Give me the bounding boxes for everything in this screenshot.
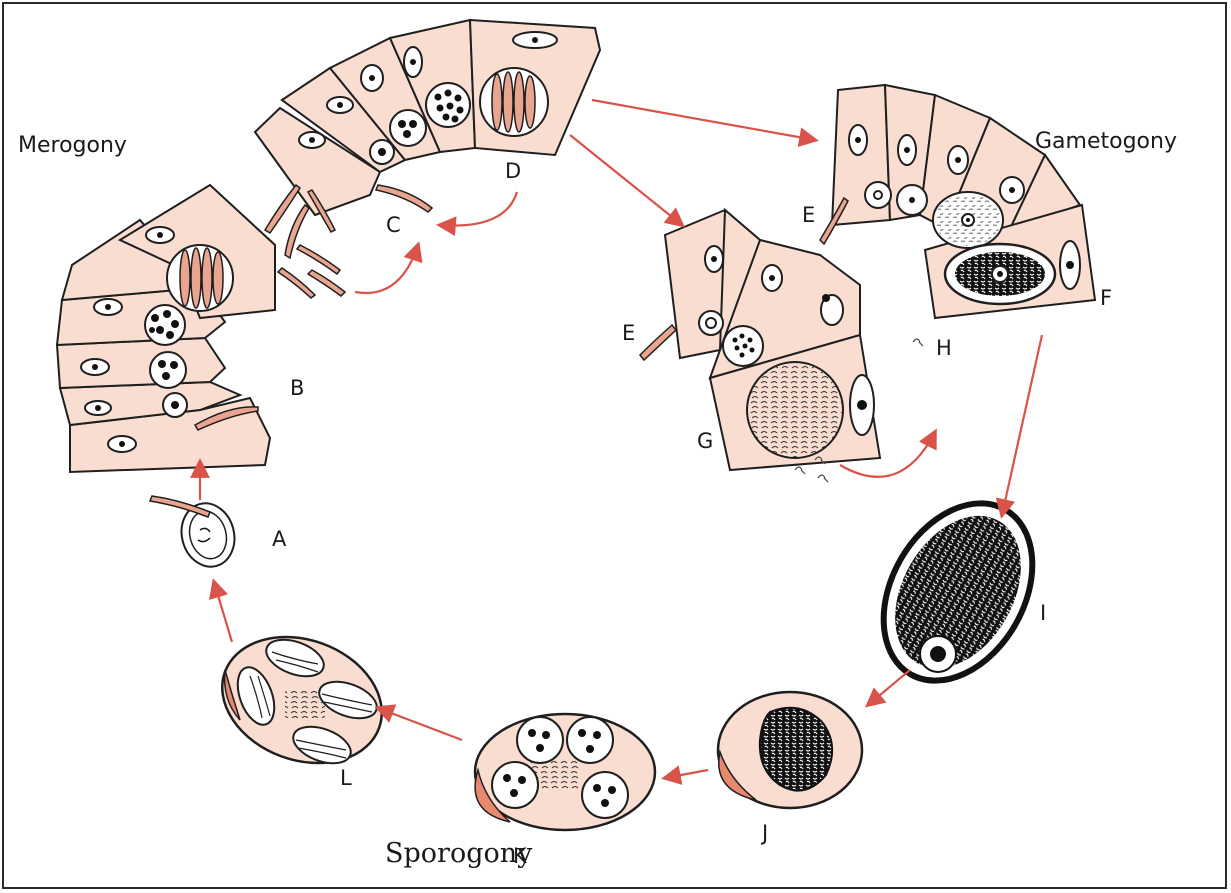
arrow-j-to-k	[665, 770, 708, 778]
arrow-merozoite-to-c	[355, 245, 418, 293]
arrow-d-to-c	[440, 192, 517, 226]
epithelium-merogony-cd	[255, 20, 600, 215]
oocyst-l	[204, 616, 399, 785]
merogony-title: Merogony	[18, 133, 127, 158]
arrow-l-to-a	[214, 582, 232, 642]
oocyst-j	[718, 692, 862, 808]
label-l: L	[340, 766, 352, 790]
label-k: K	[513, 844, 528, 868]
arrow-k-to-l	[378, 708, 462, 740]
oocyst-i	[853, 477, 1062, 708]
label-c: C	[386, 213, 401, 237]
epithelium-gametogony-g	[640, 210, 880, 470]
arrow-i-to-j	[868, 670, 910, 705]
epithelium-gametogony-f	[820, 85, 1095, 318]
label-i: I	[1040, 601, 1046, 625]
gametogony-title: Gametogony	[1035, 129, 1177, 154]
sporogony-title: Sporogony	[385, 838, 533, 869]
label-j: J	[760, 821, 768, 845]
arrow-f-to-i	[1002, 335, 1042, 515]
label-e-lower: E	[622, 321, 635, 345]
label-g: G	[697, 429, 713, 453]
epithelium-merogony-b	[57, 185, 275, 472]
label-b: B	[290, 376, 304, 400]
label-d: D	[505, 159, 521, 183]
arrow-d-to-g	[570, 135, 682, 225]
label-a: A	[272, 527, 287, 551]
label-h: H	[936, 336, 952, 360]
label-f: F	[1100, 286, 1112, 310]
sporocyst-a	[150, 496, 241, 573]
oocyst-k	[475, 714, 655, 830]
label-e-upper: E	[802, 203, 815, 227]
arrow-d-to-gametogony	[592, 100, 815, 140]
